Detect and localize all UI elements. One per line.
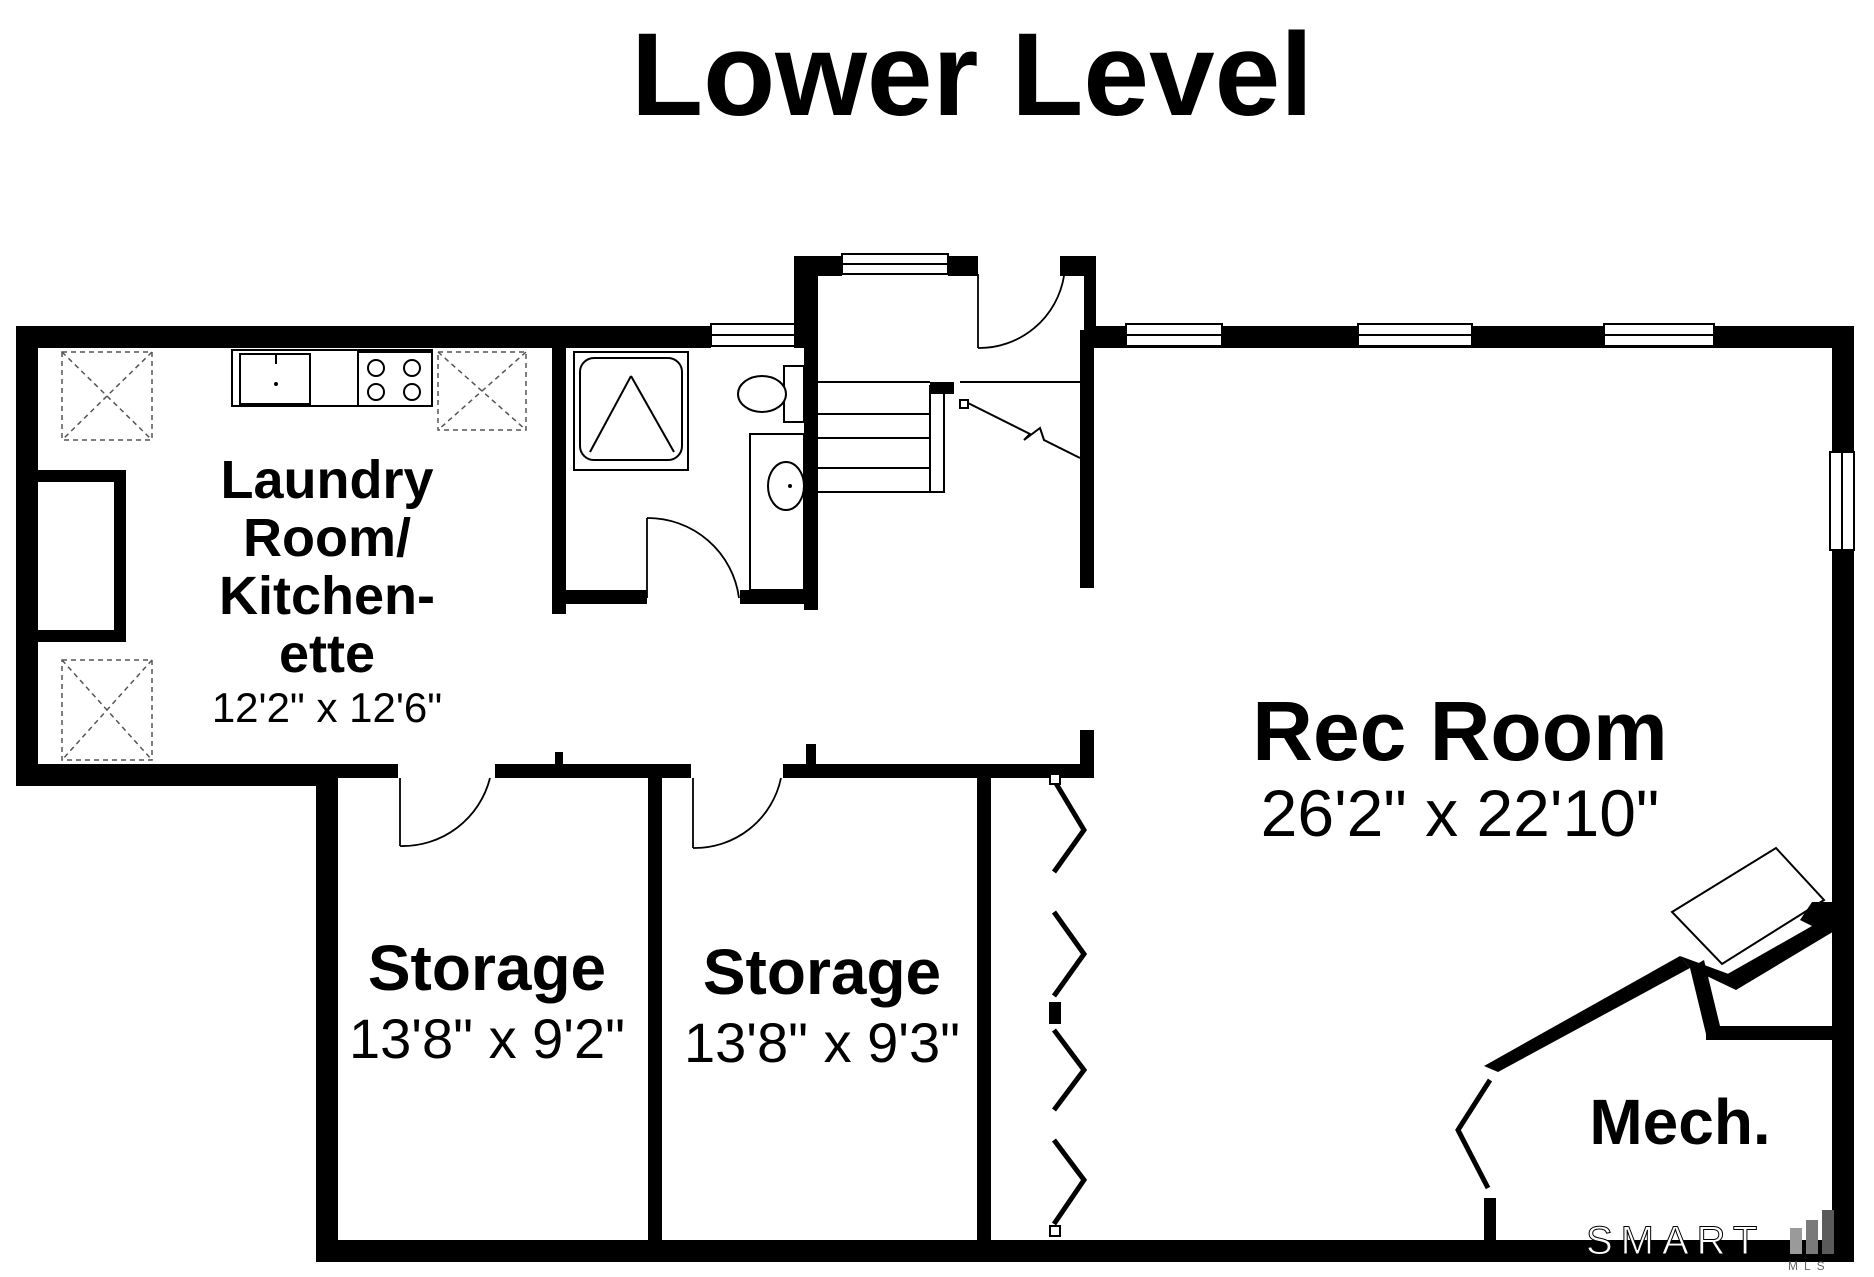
bath-sink bbox=[767, 461, 805, 511]
wall-bottom-left bbox=[16, 764, 318, 786]
rec-room-dims: 26'2" x 22'10" bbox=[1261, 776, 1660, 850]
laundry-fixtures bbox=[61, 349, 527, 761]
laundry-name-line-1: Laundry bbox=[220, 450, 433, 510]
wall-mech-diagonal bbox=[1484, 956, 1690, 1072]
wall-nub-a bbox=[555, 752, 563, 766]
vanity bbox=[749, 433, 805, 591]
kitchen-stove bbox=[357, 351, 433, 407]
laundry-dims: 12'2" x 12'6" bbox=[212, 684, 442, 731]
plan-title: Lower Level bbox=[631, 9, 1313, 141]
storage-2-name: Storage bbox=[703, 936, 941, 1008]
wall-niche-bottom bbox=[36, 630, 126, 642]
stair-rail bbox=[929, 385, 945, 493]
cabinet bbox=[61, 659, 153, 761]
wall-entry-top-b bbox=[948, 256, 978, 276]
rec-room-name: Rec Room bbox=[1252, 684, 1667, 778]
windows bbox=[710, 253, 1855, 551]
toilet-bowl bbox=[737, 375, 787, 413]
laundry-name-line-3: Kitchen- bbox=[219, 566, 435, 626]
wall-niche-side bbox=[114, 470, 126, 642]
wall-mech-jog-a bbox=[1680, 956, 1736, 990]
wall-bath-bottom-a bbox=[552, 590, 647, 604]
bath-fixtures bbox=[573, 351, 805, 591]
wall-bath-right bbox=[804, 270, 818, 610]
wall-mech-bottom bbox=[1706, 1026, 1834, 1040]
mech-name: Mech. bbox=[1589, 1086, 1770, 1158]
wall-entry-right bbox=[1084, 256, 1096, 348]
watermark-sub: MLS bbox=[1788, 1259, 1831, 1273]
watermark-text: SMART bbox=[1586, 1219, 1765, 1263]
wall-bottom bbox=[316, 1240, 1854, 1262]
shower bbox=[573, 351, 689, 471]
wall-hall-bottom-c bbox=[783, 764, 1094, 778]
wall-mech-door-stub bbox=[1484, 1198, 1496, 1244]
wall-stair-right bbox=[1080, 330, 1094, 588]
wall-bath-bottom-b bbox=[740, 590, 818, 604]
wall-storage-divider bbox=[648, 772, 662, 1242]
wall-storage-left bbox=[316, 764, 338, 1260]
laundry-name-line-2: Room/ bbox=[243, 508, 411, 568]
wall-niche-top bbox=[36, 470, 126, 482]
storage-1-name: Storage bbox=[368, 932, 606, 1004]
storage-1-dims: 13'8" x 9'2" bbox=[349, 1007, 625, 1070]
bifold-doors bbox=[1049, 773, 1088, 1237]
dryer bbox=[437, 351, 527, 431]
laundry-name-line-4: ette bbox=[279, 624, 375, 684]
wall-hall-bottom-b bbox=[495, 764, 691, 778]
washer bbox=[61, 351, 153, 441]
room-labels: Laundry Room/ Kitchen- ette 12'2" x 12'6… bbox=[212, 450, 1771, 1158]
wall-right bbox=[1832, 326, 1854, 1260]
wall-mech-inner bbox=[1690, 960, 1720, 1034]
mech-equipment bbox=[1670, 846, 1826, 966]
storage-2-dims: 13'8" x 9'3" bbox=[684, 1011, 960, 1074]
wall-top-left bbox=[16, 326, 711, 348]
wall-left bbox=[16, 326, 38, 786]
smart-mls-watermark: SMART MLS bbox=[1586, 1210, 1834, 1273]
wall-hall-bottom-a bbox=[318, 764, 398, 778]
wall-bath-left bbox=[552, 348, 566, 614]
wall-storage-right bbox=[977, 772, 991, 1242]
stairs bbox=[818, 381, 1081, 493]
wall-mech-jog-b bbox=[1724, 902, 1836, 990]
wall-nub-b bbox=[806, 744, 816, 766]
kitchen-sink bbox=[239, 353, 311, 405]
doors bbox=[399, 274, 1493, 1190]
